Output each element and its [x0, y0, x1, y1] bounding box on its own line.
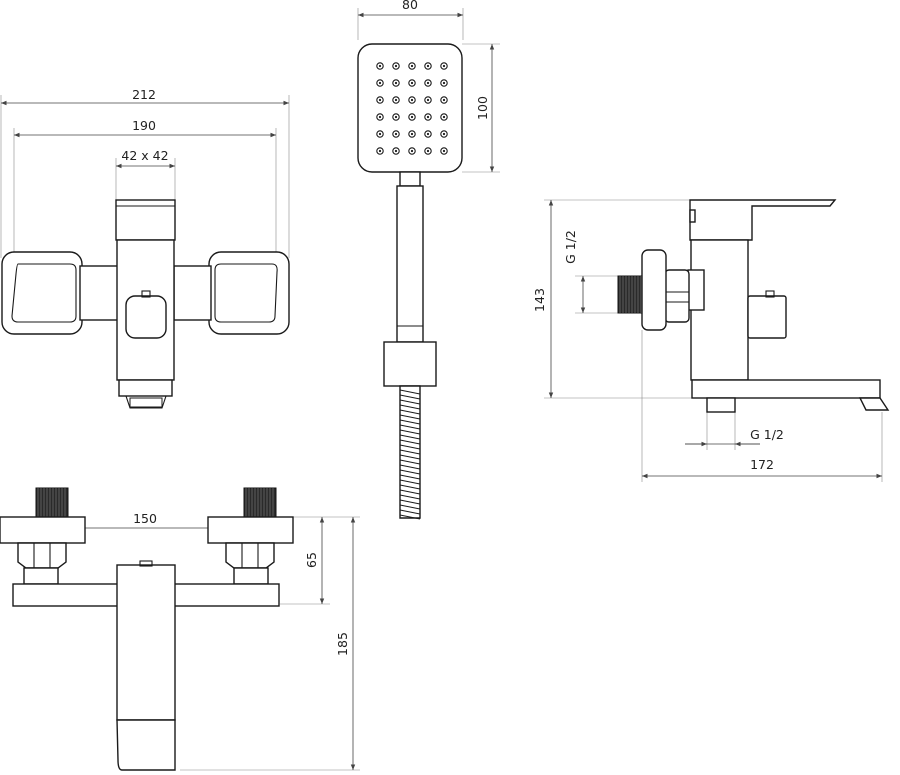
dim-handshower-width: 80 — [402, 0, 418, 12]
dim-bottom-body-height: 65 — [304, 552, 319, 568]
right-flange — [207, 516, 294, 544]
side-view: 143 G 1/2 172 G 1/2 — [532, 199, 890, 482]
right-hex-nut — [225, 542, 275, 569]
shower-hose — [399, 389, 421, 520]
spout — [691, 379, 881, 399]
dim-side-outlet-thread: G 1/2 — [750, 427, 784, 442]
shower-outlet — [706, 397, 736, 413]
dim-handshower-height: 100 — [475, 96, 490, 120]
bottom-view: 150 65 185 — [0, 487, 360, 771]
left-hex-nut — [17, 542, 67, 569]
cartridge-cap — [115, 199, 176, 241]
dim-front-handle-span: 190 — [132, 118, 156, 133]
eccentric-nut — [664, 269, 690, 323]
dim-front-cartridge: 42 x 42 — [121, 148, 168, 163]
shower-handle — [396, 185, 424, 343]
bottom-spout — [116, 564, 176, 721]
hand-shower-view: 80 100 — [357, 0, 500, 520]
dim-side-height: 143 — [532, 288, 547, 312]
nozzle-grid — [376, 62, 448, 155]
dim-side-depth: 172 — [750, 457, 774, 472]
dim-bottom-total-height: 185 — [335, 632, 350, 656]
inlet-thread — [617, 275, 643, 314]
aerator — [129, 397, 163, 408]
hose-connector — [383, 341, 437, 387]
side-lever — [689, 199, 837, 241]
front-view: 212 190 42 x 42 — [0, 87, 290, 409]
wall-flange — [641, 249, 667, 331]
diverter-knob — [125, 295, 167, 339]
dim-front-overall-width: 212 — [132, 87, 156, 102]
left-flange — [0, 516, 86, 544]
dim-side-inlet-thread: G 1/2 — [563, 230, 578, 264]
dim-bottom-centers: 150 — [133, 511, 157, 526]
